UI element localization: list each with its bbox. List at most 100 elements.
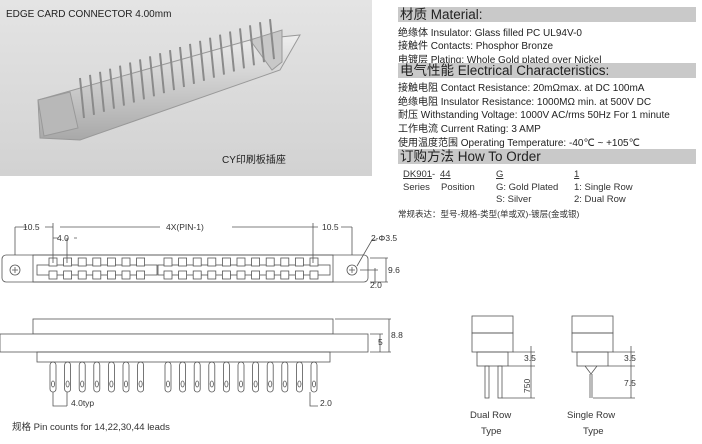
pin-lead: [281, 361, 289, 393]
mount-hole-right: [346, 264, 358, 276]
pin-pad: [92, 257, 102, 267]
pin-pad: [121, 257, 131, 267]
electrical-contact-resistance: 接触电阻 Contact Resistance: 20mΩmax. at DC …: [398, 83, 645, 94]
photo-contact: [89, 74, 95, 115]
pin-lead-eye: [109, 380, 114, 388]
pin-pad: [107, 257, 116, 267]
pin-pad: [294, 257, 304, 267]
pin-lead-eye: [94, 380, 99, 388]
pin-lead: [64, 361, 71, 393]
dim-span: 4X(PIN-1): [166, 222, 204, 232]
photo-contact: [79, 77, 85, 119]
side-view-base: [36, 351, 331, 363]
pin-lead: [222, 361, 230, 393]
pin-pad: [107, 270, 116, 280]
dual-label-type: Type: [481, 426, 502, 437]
order-heading: 订购方法 How To Order: [398, 149, 696, 164]
material-plating: 电镀层 Plating: Whole Gold plated over Nick…: [398, 55, 602, 66]
pin-lead: [295, 361, 303, 393]
pin-pad: [163, 270, 173, 280]
pin-pad: [221, 270, 231, 280]
pin-pad: [221, 257, 231, 267]
pin-lead-eye: [268, 380, 273, 388]
photo-caption: CY印刷板插座: [222, 155, 286, 166]
pin-pad: [77, 270, 87, 280]
pin-pad: [280, 270, 290, 280]
operating-temperature: 使用温度范围 Operating Temperature: -40℃ ~ +10…: [398, 138, 640, 149]
pin-pad: [265, 270, 275, 280]
pin-lead: [164, 361, 172, 393]
photo-contact: [249, 25, 255, 66]
electrical-insulator-resistance: 绝缘电阻 Insulator Resistance: 1000MΩ min. a…: [398, 97, 652, 108]
pin-lead-eye: [297, 380, 302, 388]
photo-contact: [209, 37, 215, 78]
photo-contact: [259, 22, 265, 63]
pin-lead: [179, 361, 187, 393]
pin-lead-eye: [195, 380, 200, 388]
photo-contact: [189, 43, 195, 84]
photo-contact: [169, 50, 175, 91]
top-view-body: [32, 254, 334, 283]
pin-lead-eye: [124, 380, 129, 388]
order-code-row: 1: [574, 169, 580, 180]
order-code-series: DK901: [403, 169, 433, 180]
pin-lead-eye: [165, 380, 170, 388]
pin-pad: [178, 270, 188, 280]
dim-pitch: 4.0: [57, 233, 69, 243]
dim-total-height: 8.8: [391, 330, 403, 340]
photo-contact: [219, 34, 225, 75]
side-view-flange: [0, 333, 369, 353]
pin-lead: [49, 361, 57, 393]
pin-lead: [93, 361, 101, 393]
single-dim-a: 3.5: [624, 353, 636, 363]
pin-pad: [92, 270, 102, 280]
side-view-top: [32, 318, 334, 335]
pin-pad: [192, 270, 202, 280]
pin-lead: [193, 361, 201, 393]
photo-contact: [159, 53, 165, 94]
pin-pad: [265, 257, 275, 267]
order-row-dual: 2: Dual Row: [574, 194, 626, 205]
photo-contact: [99, 71, 105, 112]
single-label: Single Row: [567, 410, 615, 421]
pin-lead-eye: [253, 380, 258, 388]
pin-pad: [163, 257, 173, 267]
pin-pad: [207, 257, 217, 267]
pin-pad: [77, 257, 87, 267]
material-contacts: 接触件 Contacts: Phosphor Bronze: [398, 41, 554, 52]
electrical-heading: 电气性能 Electrical Characteristics:: [398, 63, 696, 78]
pin-lead-eye: [138, 380, 143, 388]
order-plating-gold: G: Gold Plated: [496, 182, 559, 193]
connector-photo-illustration: [37, 19, 301, 141]
pin-pad: [207, 270, 217, 280]
order-note: 常规表达：型号-规格-类型(单或双)-镀层(金或银): [398, 209, 580, 219]
dim-offset: 2.0: [370, 280, 382, 290]
order-label-series: Series: [403, 182, 430, 193]
dual-label: Dual Row: [470, 410, 511, 421]
pin-pad: [48, 270, 58, 280]
pin-pad: [294, 270, 304, 280]
pin-pad: [236, 270, 246, 280]
dim-pin-offset: 2.0: [320, 398, 332, 408]
dim-holes: 2-Φ3.5: [371, 233, 397, 243]
pin-lead: [252, 361, 260, 393]
order-code-position: 44: [440, 169, 451, 180]
pin-lead: [266, 361, 274, 393]
pin-pad: [136, 270, 146, 280]
pin-pad: [192, 257, 202, 267]
pin-lead: [310, 361, 318, 393]
pin-pad: [280, 257, 290, 267]
pin-lead-eye: [224, 380, 229, 388]
pin-lead: [122, 361, 130, 393]
pin-pad: [236, 257, 246, 267]
dim-height: 9.6: [388, 265, 400, 275]
photo-contact: [119, 65, 125, 106]
dual-dim-b: 750: [522, 379, 532, 393]
pin-lead-eye: [209, 380, 214, 388]
pin-lead: [208, 361, 216, 393]
pin-count-note: 规格 Pin counts for 14,22,30,44 leads: [12, 421, 170, 433]
order-code-sep: -: [432, 169, 436, 180]
pin-lead: [237, 361, 245, 393]
pin-pad: [121, 270, 131, 280]
